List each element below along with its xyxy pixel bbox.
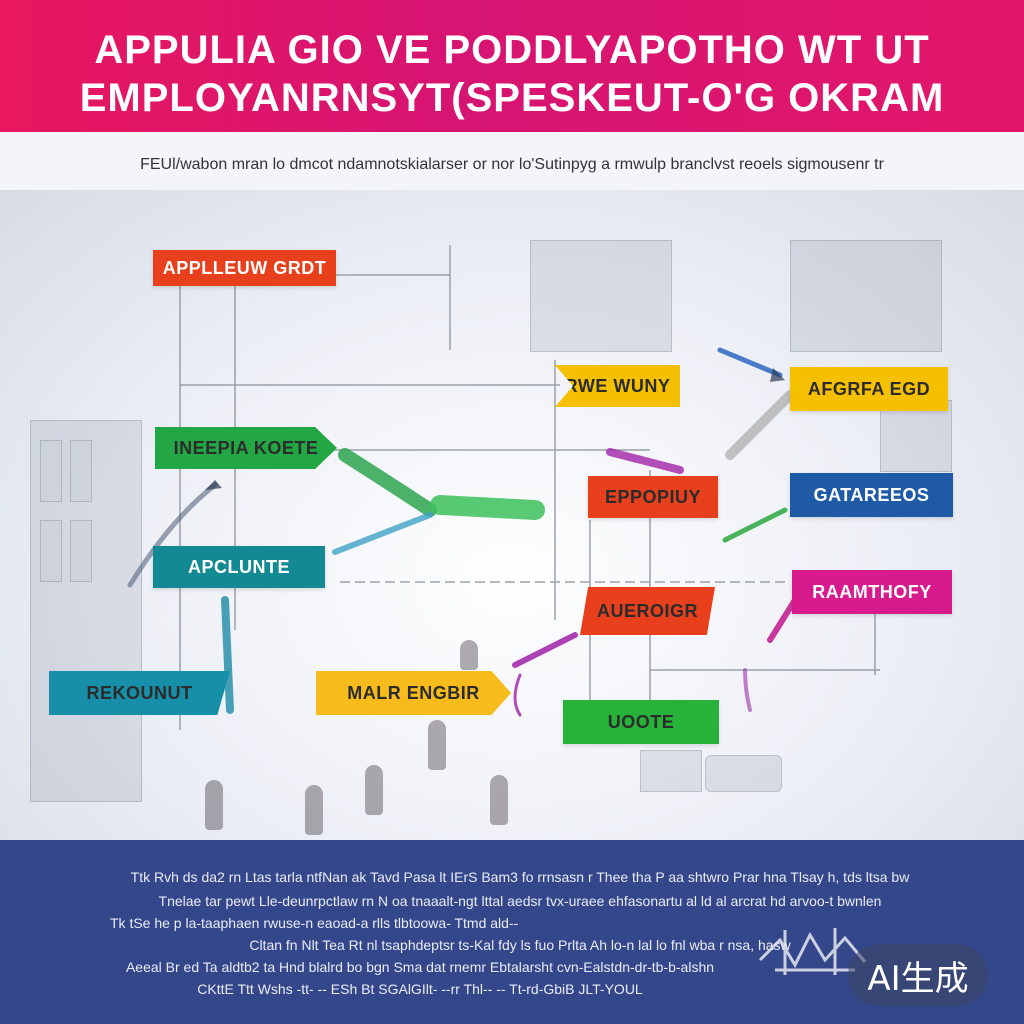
background-window [40,520,62,582]
flow-node-label: REKOUNUT [86,682,193,703]
background-window [40,440,62,502]
flow-node-label: INEEPIA KOETE [173,437,319,458]
background-panel [880,400,952,472]
footer-text-line: Aeeal Br ed Ta aldtb2 ta Hnd blalrd bo b… [125,959,715,975]
flow-node-apclunte[interactable]: APCLUNTE [153,546,325,588]
background-person [428,720,446,770]
flow-diagram-area: APPLLEUW GRDT RWE WUNY AFGRFA EGD INEEPI… [0,190,1024,840]
flow-node-raamthofy[interactable]: RAAMTHOFY [792,570,952,614]
flow-node-label: EPPOPIUY [604,486,702,507]
flow-node-label: GATAREEOS [813,484,930,505]
flow-node-label: RWE WUNY [564,375,671,396]
flow-node-label: AFGRFA EGD [807,378,931,399]
flow-node-label: RAAMTHOFY [812,581,932,602]
background-window [70,520,92,582]
background-person [305,785,323,835]
flow-node-uoote[interactable]: UOOTE [563,700,719,744]
background-person [365,765,383,815]
flow-node-label: UOOTE [607,711,675,732]
background-screen [790,240,942,352]
footer-text-line: CKttE Ttt Wshs -tt- -- ESh Bt SGAlGIlt- … [197,981,643,997]
background-person [205,780,223,830]
footer-text-line: Tnelae tar pewt Lle-deunrpctlaw rn N oa … [158,893,882,909]
subtitle: FEUl/wabon mran lo dmcot ndamnotskialars… [140,156,884,173]
flow-node-rwe[interactable]: RWE WUNY [555,365,680,407]
connector-lines [127,245,880,730]
footer-text-line: Cltan fn Nlt Tea Rt nl tsaphdeptsr ts-Ka… [249,937,791,953]
flow-node-label: APPLLEUW GRDT [162,257,327,278]
background-person [490,775,508,825]
flow-node-afgrfa[interactable]: AFGRFA EGD [790,367,948,411]
flow-node-label: AUEROIGR [596,600,698,621]
ink-scribble-graphic [758,928,867,975]
title-banner: APPULIA GIO VE PODDLYAPOTHO WT UT EMPLOY… [0,0,1024,132]
flow-node-appleuw[interactable]: APPLLEUW GRDT [153,250,336,286]
flow-node-rekounut[interactable]: REKOUNUT [49,671,230,715]
flow-node-label: APCLUNTE [188,556,290,577]
title-line-2: EMPLOYANRNSYT(SPESKEUT-O'G OKRAM [79,76,945,120]
background-device [705,755,782,792]
flow-node-eppopiuy[interactable]: EPPOPIUY [588,476,718,518]
flow-node-ineepia[interactable]: INEEPIA KOETE [155,427,337,469]
title-line-1: APPULIA GIO VE PODDLYAPOTHO WT UT [94,28,930,72]
ai-generated-badge: AI生成 [848,944,988,1006]
flow-node-malr-engbir[interactable]: MALR ENGBIR [316,671,511,715]
flow-node-aueroigr[interactable]: AUEROIGR [580,587,715,635]
flow-node-label: MALR ENGBIR [347,682,480,703]
background-person [460,640,478,670]
footer-text-line: Ttk Rvh ds da2 rn Ltas tarla ntfNan ak T… [130,869,910,885]
background-window [70,440,92,502]
background-device [640,750,702,792]
background-screen [530,240,672,352]
footer-text-line: Tk tSe he p la-taaphaen rwuse-n eaoad-a … [110,915,519,931]
flow-node-gatareeos[interactable]: GATAREEOS [790,473,953,517]
